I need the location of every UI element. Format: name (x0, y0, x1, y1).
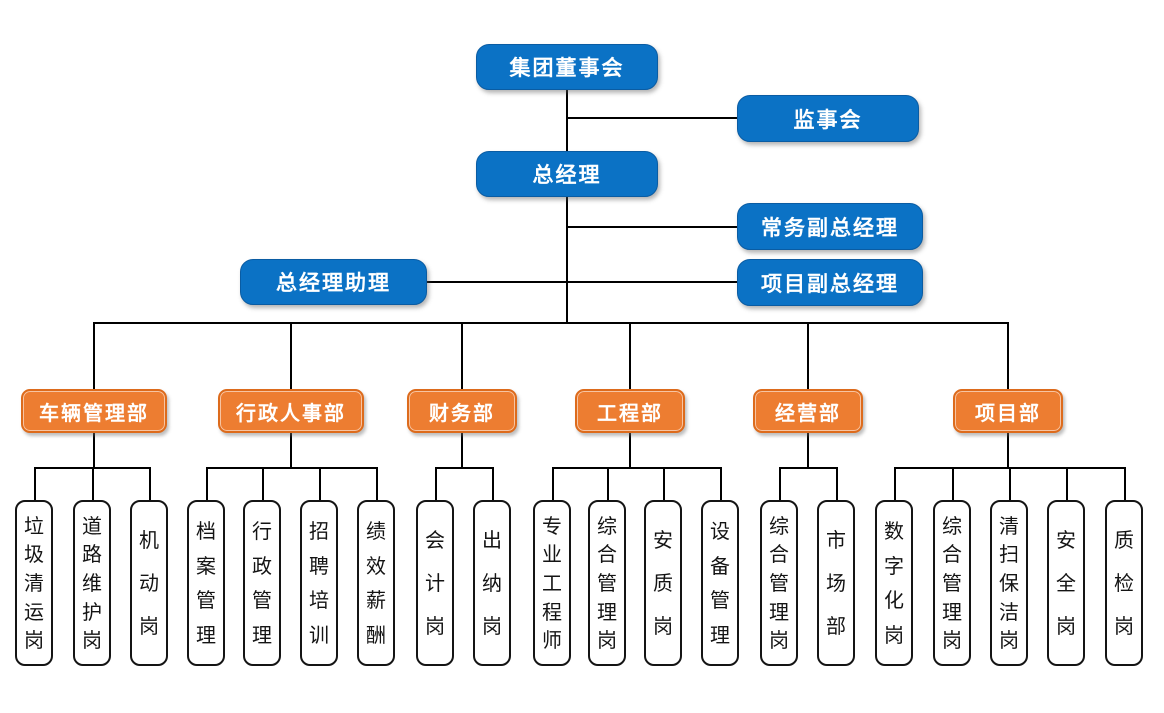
position-box: 绩效薪酬 (357, 500, 395, 666)
position-box: 综合管理岗 (760, 500, 798, 666)
connector-line (552, 467, 722, 469)
connector-line (1007, 322, 1009, 389)
connector-line (93, 433, 95, 469)
connector-line (92, 467, 94, 500)
position-box: 出纳岗 (473, 500, 511, 666)
connector-line (435, 467, 494, 469)
connector-line (34, 467, 36, 500)
connector-line (492, 467, 494, 500)
position-box: 道路维护岗 (73, 500, 111, 666)
connector-line (206, 467, 208, 500)
position-box: 综合管理岗 (933, 500, 971, 666)
connector-line (567, 226, 738, 228)
dept-project: 项目部 (953, 389, 1063, 433)
org-node-gm-assistant: 总经理助理 (240, 259, 427, 305)
dept-engineering: 工程部 (575, 389, 685, 433)
position-box: 质检岗 (1105, 500, 1143, 666)
position-box: 安全岗 (1047, 500, 1085, 666)
connector-line (206, 467, 378, 469)
connector-line (93, 322, 95, 389)
position-box: 会计岗 (416, 500, 454, 666)
connector-line (93, 322, 1009, 324)
connector-line (567, 117, 738, 119)
connector-line (779, 467, 838, 469)
connector-line (566, 197, 568, 324)
position-box: 专业工程师 (533, 500, 571, 666)
connector-line (461, 433, 463, 469)
connector-line (894, 467, 896, 500)
org-node-executive-deputy-gm: 常务副总经理 (737, 203, 923, 250)
connector-line (376, 467, 378, 500)
org-node-general-manager: 总经理 (476, 151, 658, 197)
connector-line (952, 467, 954, 500)
connector-line (807, 433, 809, 469)
position-box: 垃圾清运岗 (15, 500, 53, 666)
connector-line (435, 467, 437, 500)
connector-line (290, 433, 292, 469)
position-box: 数字化岗 (875, 500, 913, 666)
connector-line (1007, 433, 1009, 469)
position-box: 设备管理 (701, 500, 739, 666)
position-box: 安质岗 (644, 500, 682, 666)
dept-operations: 经营部 (753, 389, 863, 433)
connector-line (290, 322, 292, 389)
connector-line (149, 467, 151, 500)
connector-line (1124, 467, 1126, 500)
connector-line (427, 281, 738, 283)
connector-line (1066, 467, 1068, 500)
dept-vehicle-management: 车辆管理部 (21, 389, 167, 433)
position-box: 档案管理 (187, 500, 225, 666)
position-box: 清扫保洁岗 (990, 500, 1028, 666)
org-node-board: 集团董事会 (476, 44, 658, 90)
position-box: 行政管理 (243, 500, 281, 666)
org-node-supervisory-board: 监事会 (737, 95, 919, 142)
position-box: 机动岗 (130, 500, 168, 666)
connector-line (461, 322, 463, 389)
position-box: 综合管理岗 (588, 500, 626, 666)
position-box: 招聘培训 (300, 500, 338, 666)
connector-line (1009, 467, 1011, 500)
connector-line (552, 467, 554, 500)
connector-line (629, 322, 631, 389)
connector-line (720, 467, 722, 500)
connector-line (566, 90, 568, 151)
connector-line (319, 467, 321, 500)
connector-line (262, 467, 264, 500)
connector-line (836, 467, 838, 500)
connector-line (807, 322, 809, 389)
connector-line (779, 467, 781, 500)
connector-line (629, 433, 631, 469)
position-box: 市场部 (817, 500, 855, 666)
dept-finance: 财务部 (407, 389, 517, 433)
dept-admin-hr: 行政人事部 (218, 389, 364, 433)
connector-line (607, 467, 609, 500)
org-node-project-deputy-gm: 项目副总经理 (737, 259, 923, 306)
connector-line (663, 467, 665, 500)
